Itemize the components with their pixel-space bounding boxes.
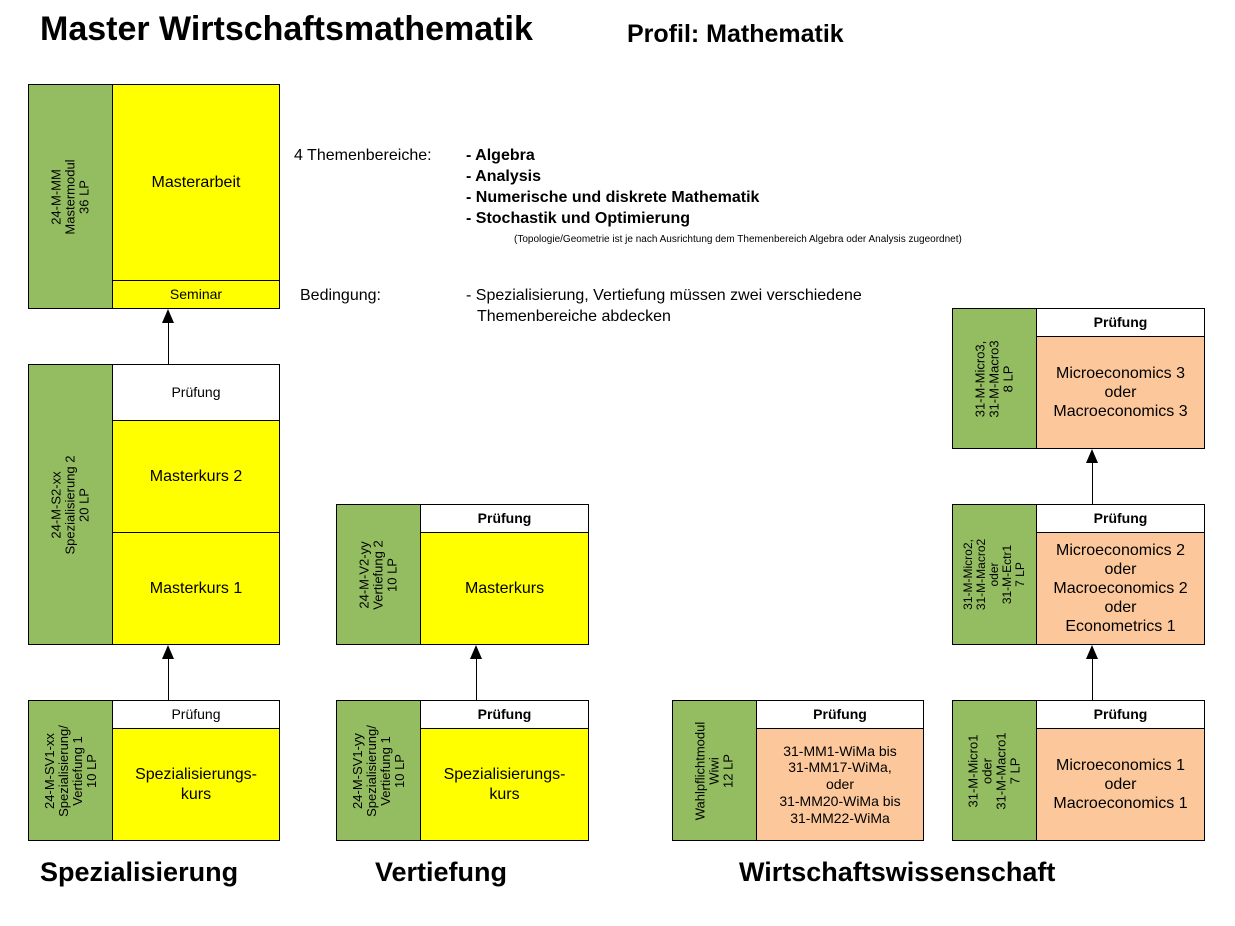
micro1-course-label: Microeconomics 1 oder Macroeconomics 1 (1053, 756, 1188, 813)
micro1-id: 31-M-Micro1 oder 31-M-Macro1 7 LP (965, 731, 1023, 810)
masterarbeit-cell: Masterarbeit (112, 84, 280, 281)
micro2-course-label: Microeconomics 2 oder Macroeconomics 2 o… (1053, 541, 1188, 636)
spec2-course2-cell: Masterkurs 2 (112, 420, 280, 533)
micro2-exam-label: Prüfung (1093, 510, 1148, 527)
micro1-exam-label: Prüfung (1093, 706, 1148, 723)
seminar-label: Seminar (169, 286, 223, 303)
masterarbeit-label: Masterarbeit (151, 173, 241, 191)
vert1-exam-label: Prüfung (477, 706, 532, 723)
spec1-course-cell: Spezialisierungs- kurs (112, 728, 280, 841)
vert2-exam-cell: Prüfung (420, 504, 589, 533)
spec1-exam-label: Prüfung (171, 706, 221, 723)
topics-label: 4 Themenbereiche: (294, 147, 432, 164)
wiwi-id: Wahlpflichtmodul Wiwi 12 LP (692, 721, 736, 820)
micro1-course-cell: Microeconomics 1 oder Macroeconomics 1 (1036, 728, 1205, 841)
label-vertiefung: Vertiefung (375, 857, 508, 887)
vert2-side: 24-M-V2-yy Vertiefung 2 10 LP (336, 504, 421, 645)
label-wirtschaftswissenschaft: Wirtschaftswissenschaft (739, 857, 1056, 887)
wiwi-exam-label: Prüfung (813, 706, 867, 723)
spec1-course-label: Spezialisierungs- kurs (135, 766, 257, 803)
condition-label: Bedingung: (300, 287, 381, 304)
topic-analysis: - Analysis (466, 168, 541, 185)
topic-numerik: - Numerische und diskrete Mathematik (466, 189, 760, 206)
micro3-side: 31-M-Micro3, 31-M-Macro3 8 LP (952, 308, 1037, 449)
master-module-side: 24-M-MM Mastermodul 36 LP (28, 84, 113, 309)
spec1-exam-cell: Prüfung (112, 700, 280, 729)
micro3-course-cell: Microeconomics 3 oder Macroeconomics 3 (1036, 336, 1205, 449)
spec1-id: 24-M-SV1-xx Spezialisierung/ Vertiefung … (41, 724, 99, 817)
vert2-course-label: Masterkurs (464, 579, 545, 597)
micro1-exam-cell: Prüfung (1036, 700, 1205, 729)
micro3-exam-cell: Prüfung (1036, 308, 1205, 337)
wiwi-course-label: 31-MM1-WiMa bis 31-MM17-WiMa, oder 31-MM… (779, 742, 901, 826)
micro2-course-cell: Microeconomics 2 oder Macroeconomics 2 o… (1036, 532, 1205, 645)
micro3-course-label: Microeconomics 3 oder Macroeconomics 3 (1053, 364, 1188, 421)
micro2-exam-cell: Prüfung (1036, 504, 1205, 533)
spec2-course2-label: Masterkurs 2 (149, 467, 243, 485)
micro1-side: 31-M-Micro1 oder 31-M-Macro1 7 LP (952, 700, 1037, 841)
label-spezialisierung: Spezialisierung (40, 857, 239, 887)
wiwi-exam-cell: Prüfung (756, 700, 924, 729)
micro2-side: 31-M-Micro2, 31-M-Macro2 oder 31-M-Ectr1… (952, 504, 1037, 645)
micro3-exam-label: Prüfung (1093, 314, 1148, 331)
condition-line-2: Themenbereiche abdecken (477, 308, 671, 325)
profile-title: Profil: Mathematik (627, 20, 844, 48)
vert1-side: 24-M-SV1-yy Spezialisierung/ Vertiefung … (336, 700, 421, 841)
spec2-exam-label: Prüfung (171, 384, 221, 401)
spec2-course1-cell: Masterkurs 1 (112, 532, 280, 645)
spec2-exam-cell: Prüfung (112, 364, 280, 421)
vert2-exam-label: Prüfung (477, 510, 532, 527)
condition-line-1: - Spezialisierung, Vertiefung müssen zwe… (466, 287, 862, 304)
vert1-course-label: Spezialisierungs- kurs (443, 766, 566, 803)
page-title: Master Wirtschaftsmathematik (40, 10, 533, 48)
wiwi-course-cell: 31-MM1-WiMa bis 31-MM17-WiMa, oder 31-MM… (756, 728, 924, 841)
vert2-id: 24-M-V2-yy Vertiefung 2 10 LP (356, 539, 400, 610)
vert1-id: 24-M-SV1-yy Spezialisierung/ Vertiefung … (349, 724, 407, 817)
topic-algebra: - Algebra (466, 147, 535, 164)
vert1-exam-cell: Prüfung (420, 700, 589, 729)
vert2-course-cell: Masterkurs (420, 532, 589, 645)
topic-stochastik: - Stochastik und Optimierung (466, 210, 691, 227)
micro2-id: 31-M-Micro2, 31-M-Macro2 oder 31-M-Ectr1… (960, 538, 1027, 611)
spec2-side: 24-M-S2-xx Spezialisierung 2 20 LP (28, 364, 113, 645)
vert1-course-cell: Spezialisierungs- kurs (420, 728, 589, 841)
topics-note: (Topologie/Geometrie ist je nach Ausrich… (514, 234, 962, 245)
micro3-id: 31-M-Micro3, 31-M-Macro3 8 LP (972, 339, 1016, 418)
spec2-course1-label: Masterkurs 1 (149, 579, 243, 597)
seminar-cell: Seminar (112, 280, 280, 309)
master-module-id: 24-M-MM Mastermodul 36 LP (48, 158, 92, 235)
spec1-side: 24-M-SV1-xx Spezialisierung/ Vertiefung … (28, 700, 113, 841)
wiwi-side: Wahlpflichtmodul Wiwi 12 LP (672, 700, 757, 841)
spec2-id: 24-M-S2-xx Spezialisierung 2 20 LP (48, 454, 92, 555)
